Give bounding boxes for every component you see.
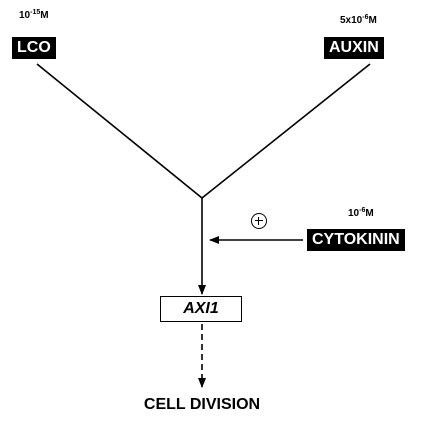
positive-effect-icon xyxy=(251,213,267,229)
cytokinin-conc-base: 10 xyxy=(348,208,360,219)
auxin-label: AUXIN xyxy=(324,37,384,59)
lco-conc-base: 10 xyxy=(19,10,31,21)
auxin-concentration: 5x10-6M xyxy=(340,14,377,26)
auxin-conc-unit: M xyxy=(368,15,377,26)
outcome-label: CELL DIVISION xyxy=(143,396,261,413)
lco-label: LCO xyxy=(12,37,56,59)
lco-branch-line xyxy=(36,63,203,199)
auxin-conc-exponent: -6 xyxy=(362,14,369,21)
gene-box: AXI1 xyxy=(160,296,242,322)
lco-conc-unit: M xyxy=(40,10,49,21)
auxin-branch-line xyxy=(201,63,371,199)
lco-concentration: 10-15M xyxy=(19,9,49,21)
lco-conc-exponent: -15 xyxy=(30,9,41,16)
gene-label: AXI1 xyxy=(183,300,219,317)
cytokinin-conc-exponent: -6 xyxy=(359,207,366,214)
cytokinin-concentration: 10-6M xyxy=(348,207,374,219)
auxin-conc-base: 5x10 xyxy=(340,15,363,26)
cytokinin-label: CYTOKININ xyxy=(307,229,405,251)
cytokinin-conc-unit: M xyxy=(365,208,374,219)
